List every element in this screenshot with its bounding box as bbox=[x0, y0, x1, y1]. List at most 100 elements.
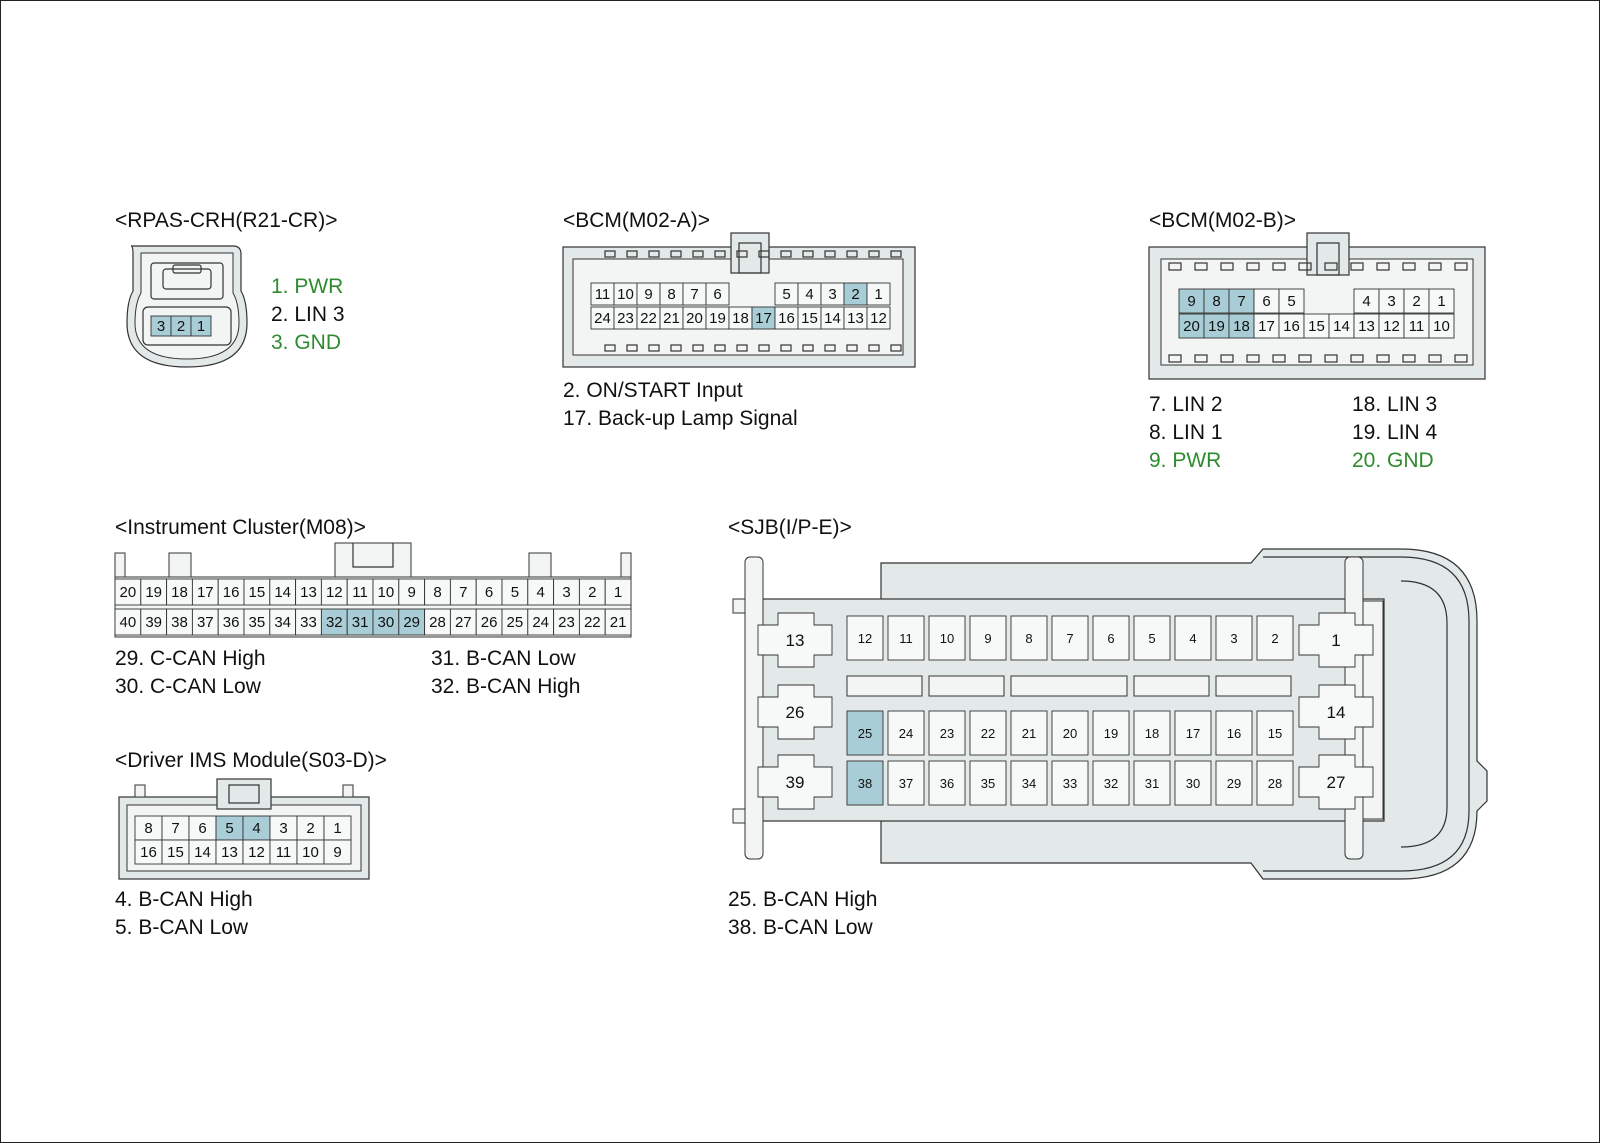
sjb-pin-31: 31 bbox=[1133, 760, 1171, 806]
cluster-lock-slot bbox=[352, 543, 394, 568]
sjb-pin-9: 9 bbox=[969, 615, 1007, 661]
pin-number: 4 bbox=[1362, 293, 1370, 310]
bcm-a-pin-13: 13 bbox=[843, 306, 868, 330]
pin-cavity bbox=[501, 608, 529, 636]
bcm-b-legend-item: 8. LIN 1 bbox=[1149, 421, 1223, 444]
pin-number: 19 bbox=[1104, 726, 1118, 741]
pin-number: 10 bbox=[617, 286, 634, 303]
housing-tooth bbox=[802, 250, 814, 258]
pin-cavity bbox=[114, 608, 142, 636]
pin-number: 27 bbox=[455, 614, 472, 631]
pin-cavity bbox=[527, 608, 555, 636]
bcm-a-pin-9: 9 bbox=[636, 282, 661, 306]
pin-number: 6 bbox=[198, 820, 206, 837]
bcm-a-pin-4: 4 bbox=[797, 282, 822, 306]
ims-pin-3: 3 bbox=[269, 815, 298, 841]
pin-cavity bbox=[1298, 612, 1374, 668]
pin-number: 14 bbox=[1333, 318, 1350, 335]
pin-number: 39 bbox=[145, 614, 162, 631]
pin-cavity bbox=[578, 578, 606, 606]
sjb-legend-item: 38. B-CAN Low bbox=[728, 916, 874, 939]
sjb-pin-20: 20 bbox=[1051, 710, 1089, 756]
housing-tooth bbox=[626, 250, 638, 258]
pin-cavity bbox=[323, 839, 352, 865]
pin-number: 10 bbox=[378, 584, 395, 601]
pin-cavity bbox=[1378, 288, 1405, 314]
ims-pin-10: 10 bbox=[296, 839, 325, 865]
sjb-pin-28: 28 bbox=[1256, 760, 1294, 806]
pin-number: 12 bbox=[326, 584, 343, 601]
bcm-b-pin-10: 10 bbox=[1428, 313, 1455, 339]
pin-cavity bbox=[190, 315, 212, 337]
cluster-legend-item: 30. C-CAN Low bbox=[115, 675, 262, 698]
cluster-pin-32: 32 bbox=[320, 608, 348, 636]
pin-cavity bbox=[1403, 288, 1430, 314]
pin-cavity bbox=[295, 578, 322, 606]
bcm-b-pin-12: 12 bbox=[1378, 313, 1405, 339]
pin-number: 2 bbox=[1412, 293, 1420, 310]
ims-lock bbox=[216, 778, 272, 810]
pin-number: 6 bbox=[1262, 293, 1270, 310]
pin-cavity bbox=[887, 710, 925, 756]
bcm-b-pin-9: 9 bbox=[1178, 288, 1205, 314]
cluster-pin-24: 24 bbox=[527, 608, 555, 636]
pin-number: 40 bbox=[120, 614, 137, 631]
bcm-b-legend-item: 19. LIN 4 bbox=[1352, 421, 1438, 444]
pin-cavity bbox=[1278, 288, 1305, 314]
pin-cavity bbox=[1174, 760, 1212, 806]
cluster-pin-31: 31 bbox=[346, 608, 374, 636]
sjb-pin-8: 8 bbox=[1010, 615, 1048, 661]
housing-tooth bbox=[846, 250, 858, 258]
sjb-pin-15: 15 bbox=[1256, 710, 1294, 756]
cluster-key-right bbox=[528, 552, 552, 578]
sjb-pin-2: 2 bbox=[1256, 615, 1294, 661]
pin-number: 13 bbox=[1358, 318, 1375, 335]
pin-cavity bbox=[449, 578, 477, 606]
bcm-a-pin-10: 10 bbox=[613, 282, 638, 306]
cluster-pin-34: 34 bbox=[269, 608, 297, 636]
sjb-pin-22: 22 bbox=[969, 710, 1007, 756]
pin-cavity bbox=[346, 578, 374, 606]
pin-number: 3 bbox=[1387, 293, 1395, 310]
pin-number: 24 bbox=[899, 726, 913, 741]
cluster-pin-33: 33 bbox=[295, 608, 322, 636]
bcm-a-teeth bbox=[604, 250, 902, 352]
pin-number: 2 bbox=[306, 820, 314, 837]
bcm-a-pin-22: 22 bbox=[636, 306, 661, 330]
pin-number: 9 bbox=[333, 844, 341, 861]
pin-number: 24 bbox=[532, 614, 549, 631]
bcm-b-legend-item: 9. PWR bbox=[1149, 449, 1221, 472]
sjb-pin-35: 35 bbox=[969, 760, 1007, 806]
sjb-pin-27: 27 bbox=[1298, 754, 1374, 810]
pin-cavity bbox=[1256, 615, 1294, 661]
pin-cavity bbox=[1178, 313, 1205, 339]
pin-number: 16 bbox=[1283, 318, 1300, 335]
pin-number: 8 bbox=[144, 820, 152, 837]
pin-cavity bbox=[757, 754, 833, 810]
ims-legend-item: 4. B-CAN High bbox=[115, 888, 253, 911]
pin-number: 34 bbox=[274, 614, 291, 631]
pin-cavity bbox=[1215, 615, 1253, 661]
housing-tooth bbox=[1324, 262, 1338, 271]
pin-number: 7 bbox=[1066, 631, 1073, 646]
pin-cavity bbox=[501, 578, 529, 606]
housing-tooth bbox=[1376, 354, 1390, 363]
pin-number: 2 bbox=[588, 584, 596, 601]
cluster-legend-item: 31. B-CAN Low bbox=[431, 647, 577, 670]
housing-tooth bbox=[1350, 262, 1364, 271]
pin-number: 16 bbox=[1227, 726, 1241, 741]
pin-cavity bbox=[846, 760, 884, 806]
cluster-pin-29: 29 bbox=[398, 608, 426, 636]
cluster-pin-22: 22 bbox=[578, 608, 606, 636]
housing-tooth bbox=[868, 250, 880, 258]
housing-tooth bbox=[868, 344, 880, 352]
sjb-pin-24: 24 bbox=[887, 710, 925, 756]
sjb-pin-17: 17 bbox=[1174, 710, 1212, 756]
cluster-pin-40: 40 bbox=[114, 608, 142, 636]
bcm-b-pin-17: 17 bbox=[1253, 313, 1280, 339]
